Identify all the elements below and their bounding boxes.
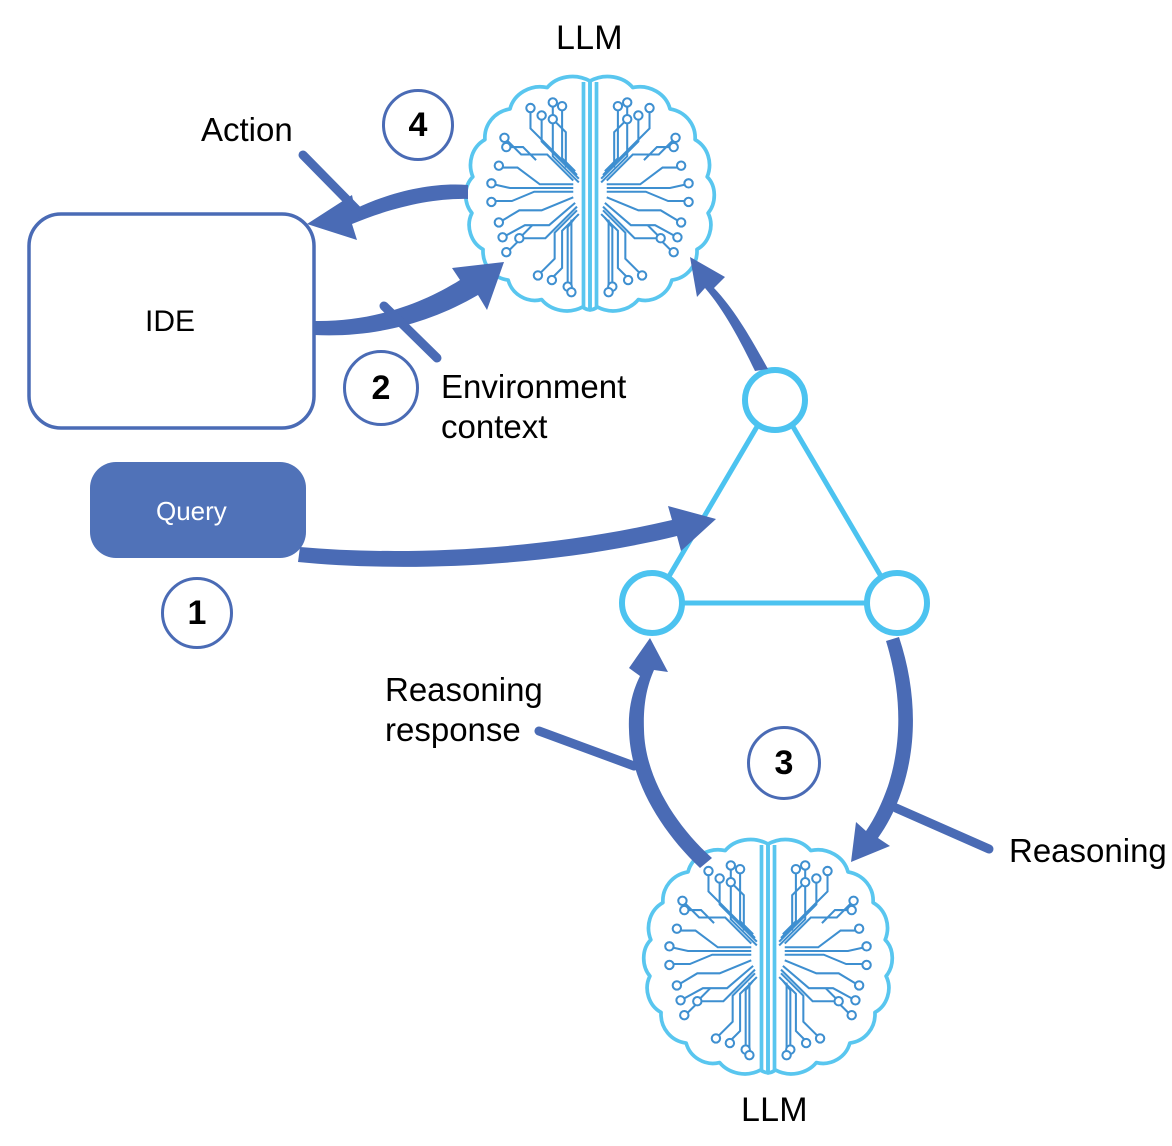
- llm-top-label: LLM: [556, 19, 623, 57]
- reasoning-label: Reasoning: [1009, 832, 1167, 869]
- graph-edge-top-right: [789, 423, 885, 580]
- step-marker-4-number: 4: [408, 105, 428, 144]
- llm-top-brain-icon: [463, 74, 717, 313]
- arrow-ide-to-llm-top: [314, 262, 504, 336]
- step-marker-2-number: 2: [371, 368, 391, 407]
- llm-bottom-brain-icon: [641, 837, 895, 1076]
- step-marker-1-number: 1: [187, 593, 207, 632]
- llm-bottom-label: LLM: [741, 1091, 808, 1129]
- step-marker-1[interactable]: 1: [161, 577, 233, 649]
- environment-leader-line: [379, 301, 442, 363]
- environment-context-label-line1: Environment: [441, 368, 627, 405]
- query-label: Query: [156, 496, 227, 526]
- graph-node-bottom-left[interactable]: [619, 570, 685, 636]
- action-leader-line: [298, 150, 366, 219]
- step-marker-3[interactable]: 3: [747, 726, 821, 800]
- reasoning-response-leader-line: [534, 726, 639, 771]
- graph-node-top[interactable]: [742, 367, 808, 433]
- arrow-llm-top-to-ide: [307, 184, 468, 240]
- arrow-llm-bottom-to-graph: [628, 638, 712, 868]
- ide-label: IDE: [145, 305, 196, 338]
- reasoning-response-label-line2: response: [385, 711, 521, 748]
- action-label: Action: [201, 111, 293, 148]
- arrow-graph-to-llm-bottom: [851, 637, 913, 862]
- step-marker-3-number: 3: [774, 743, 794, 782]
- graph-node-bottom-right[interactable]: [864, 570, 930, 636]
- step-marker-4[interactable]: 4: [382, 89, 454, 161]
- arrow-query-to-graph: [298, 506, 716, 567]
- arrow-graph-to-llm-top: [690, 257, 768, 371]
- triangle-network-graph: [619, 367, 930, 636]
- environment-context-label-line2: context: [441, 408, 548, 445]
- reasoning-response-label-line1: Reasoning: [385, 671, 543, 708]
- reasoning-leader-line: [891, 803, 994, 854]
- step-marker-2[interactable]: 2: [343, 350, 419, 426]
- query-box[interactable]: [90, 462, 306, 558]
- graph-edge-top-left: [665, 423, 761, 580]
